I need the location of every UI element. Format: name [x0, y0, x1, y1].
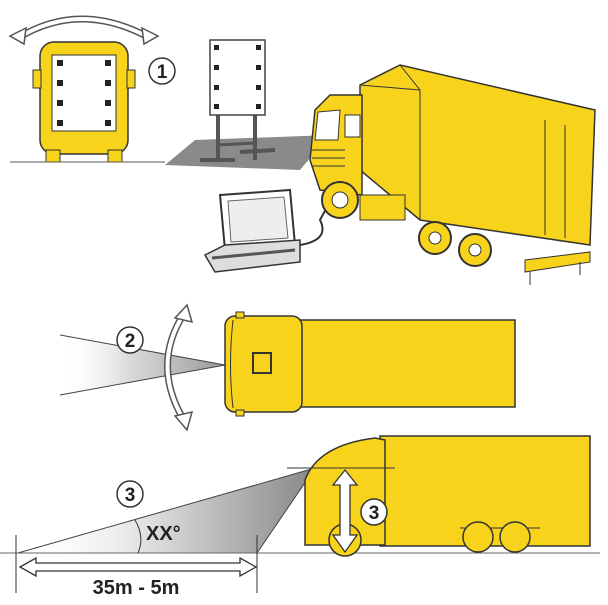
distance-label: 35m - 5m: [93, 577, 180, 599]
calibration-target-board: [200, 39, 276, 162]
svg-text:3: 3: [125, 485, 136, 506]
truck-top-view: [224, 311, 516, 417]
svg-text:3: 3: [369, 503, 380, 524]
angle-label: XX°: [146, 523, 181, 545]
truck-3d-view: [309, 64, 596, 285]
step-2-badge: 2: [116, 326, 144, 354]
diagnostic-laptop: [203, 188, 341, 273]
truck-side-view: [287, 435, 591, 557]
step-3-badge: 3: [116, 480, 144, 508]
camera-beam: [60, 335, 225, 395]
height-arrow-icon: [331, 468, 359, 554]
angle-arc: [134, 519, 142, 554]
svg-text:2: 2: [125, 331, 136, 352]
distance-arrow-icon: [18, 556, 258, 578]
target-markers: [57, 60, 111, 126]
svg-text:1: 1: [157, 62, 168, 83]
front-view-truck: [8, 15, 165, 163]
step-1-badge: 1: [148, 57, 176, 85]
swivel-arrow-icon: [164, 303, 194, 432]
step-3-height-badge: 3: [360, 498, 388, 526]
